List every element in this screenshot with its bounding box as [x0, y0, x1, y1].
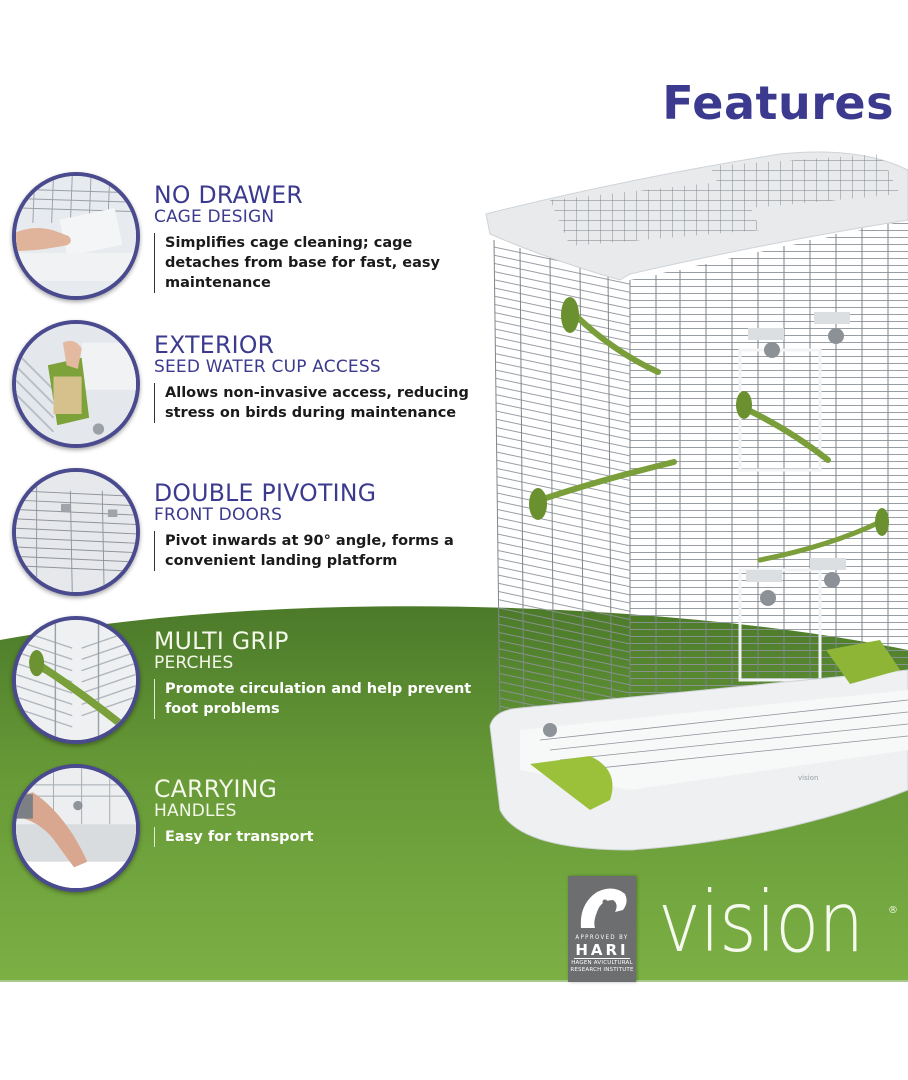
- band-bottom-edge: [0, 980, 908, 982]
- vision-brand-logo: vision: [658, 873, 864, 971]
- feature-no-drawer: NO DRAWER CAGE DESIGN Simplifies cage cl…: [0, 170, 480, 310]
- hari-institute-line2: RESEARCH INSTITUTE: [570, 967, 634, 973]
- feature-exterior-cup-access: EXTERIOR SEED WATER CUP ACCESS Allows no…: [0, 318, 480, 458]
- pivot-doors-photo-icon: [12, 468, 140, 596]
- hari-approval-badge: APPROVED BY HARI HAGEN AVICULTURAL RESEA…: [568, 876, 636, 982]
- seed-cup-photo-icon: [12, 320, 140, 448]
- hari-institute-line1: HAGEN AVICULTURAL: [571, 960, 633, 966]
- feature-heading: CARRYING: [154, 775, 278, 803]
- feature-double-pivoting-doors: DOUBLE PIVOTING FRONT DOORS Pivot inward…: [0, 466, 480, 606]
- parrot-head-icon: [580, 888, 627, 928]
- feature-description: Promote circulation and help prevent foo…: [154, 679, 485, 719]
- feature-description: Allows non-invasive access, reducing str…: [154, 383, 485, 423]
- feature-heading: NO DRAWER: [154, 181, 304, 209]
- perch-photo-icon: [12, 616, 140, 744]
- feature-subheading: PERCHES: [154, 653, 234, 673]
- feature-heading: DOUBLE PIVOTING: [154, 479, 377, 507]
- registered-mark: ®: [888, 905, 898, 916]
- feature-subheading: HANDLES: [154, 801, 237, 821]
- feature-heading: MULTI GRIP: [154, 627, 289, 655]
- feature-description: Simplifies cage cleaning; cage detaches …: [154, 233, 485, 293]
- carrying-handle-photo-icon: [12, 764, 140, 892]
- feature-description: Pivot inwards at 90° angle, forms a conv…: [154, 531, 485, 571]
- hari-name: HARI: [574, 941, 630, 959]
- hand-lifting-cage-photo-icon: [12, 172, 140, 300]
- feature-heading: EXTERIOR: [154, 331, 275, 359]
- feature-subheading: CAGE DESIGN: [154, 207, 275, 227]
- page-title: Features: [662, 76, 894, 130]
- base-embossed-logo: vision: [798, 774, 818, 782]
- feature-multi-grip-perches: MULTI GRIP PERCHES Promote circulation a…: [0, 614, 480, 754]
- hari-approved-text: APPROVED BY: [575, 934, 629, 941]
- feature-subheading: SEED WATER CUP ACCESS: [154, 357, 381, 377]
- feature-description: Easy for transport: [154, 827, 485, 847]
- feature-carrying-handles: CARRYING HANDLES Easy for transport: [0, 762, 480, 902]
- bird-cage-product-image: vision: [480, 150, 908, 890]
- feature-subheading: FRONT DOORS: [154, 505, 283, 525]
